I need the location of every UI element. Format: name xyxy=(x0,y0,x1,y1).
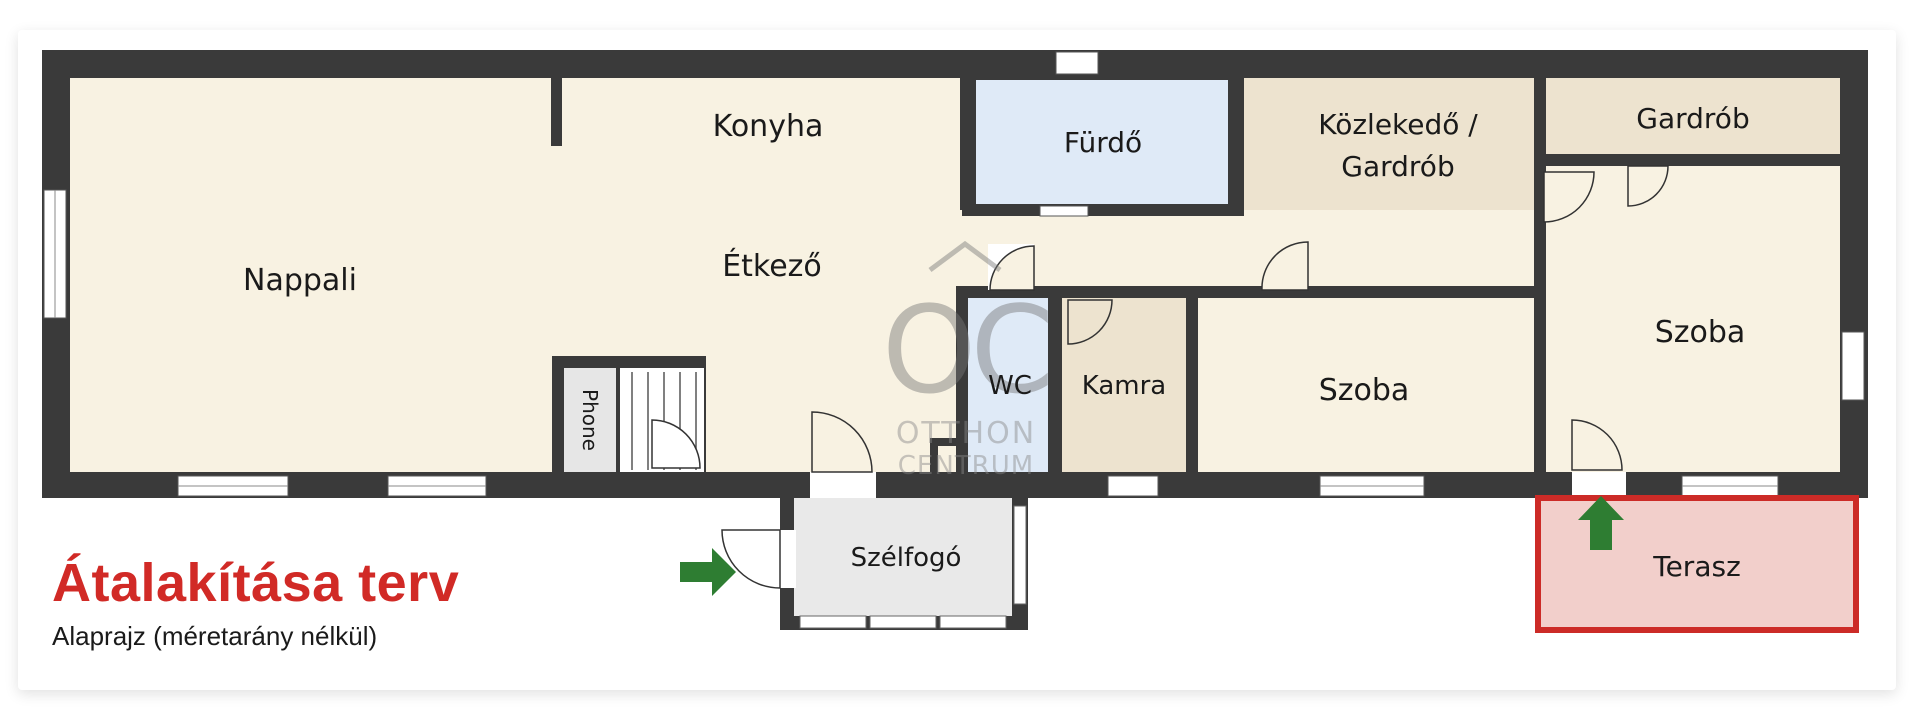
room-label-wc: WC xyxy=(988,371,1032,401)
wall-wc-right xyxy=(1048,286,1062,472)
room-label-szoba-right: Szoba xyxy=(1655,315,1746,350)
room-label-nappali: Nappali xyxy=(243,263,357,298)
room-label-szelfogo: Szélfogó xyxy=(851,543,962,573)
wall-furdo-right xyxy=(1230,78,1244,216)
wall-hall-bottom xyxy=(956,286,1534,298)
szelfogo-door-swing xyxy=(721,529,781,589)
szelfogo-floor xyxy=(794,498,1012,616)
room-label-kamra: Kamra xyxy=(1082,371,1166,401)
phone-box xyxy=(564,368,616,472)
room-label-gardrob: Gardrób xyxy=(1636,102,1749,135)
watermark: OC OTTHON CENTRUM xyxy=(882,240,1054,481)
wall-kamra-right xyxy=(1186,286,1198,472)
watermark-line2: CENTRUM xyxy=(898,451,1034,481)
doors xyxy=(810,165,1669,498)
terrace-arrow-icon xyxy=(1578,496,1624,550)
gardrob-floor xyxy=(1546,78,1840,154)
szoba-mid-floor xyxy=(1198,298,1534,472)
wall-nappali-stub xyxy=(551,78,562,146)
window-lines xyxy=(54,190,1778,487)
szelfogo-door-gap xyxy=(780,530,796,588)
wall-furdo-bottom xyxy=(962,204,1244,216)
watermark-line1: OTTHON xyxy=(896,416,1036,451)
wall-right-block xyxy=(1534,78,1546,472)
room-label-kozlekedo-2: Gardrób xyxy=(1341,150,1454,183)
entry-arrow-icon xyxy=(680,548,736,596)
plan-title: Átalakítása terv xyxy=(52,553,460,613)
room-label-szoba-mid: Szoba xyxy=(1319,373,1410,408)
szelfogo-windows xyxy=(799,505,1027,629)
hall-floor xyxy=(960,210,1535,288)
stair-door-swing xyxy=(651,419,701,469)
room-label-etkezo: Étkező xyxy=(722,248,822,284)
wall-furdo-left xyxy=(962,78,974,212)
kozlekedo-floor xyxy=(1244,78,1534,210)
nappali-floor xyxy=(70,78,550,472)
room-label-phone: Phone xyxy=(578,389,602,451)
room-label-konyha: Konyha xyxy=(713,109,824,144)
room-label-kozlekedo-1: Közlekedő / xyxy=(1318,108,1478,141)
wc-floor xyxy=(968,298,1048,472)
wall-gardrob-bottom xyxy=(1546,154,1840,166)
furdo-floor xyxy=(976,80,1228,204)
plan-subtitle: Alaprajz (méretarány nélkül) xyxy=(52,621,378,651)
room-label-terasz: Terasz xyxy=(1652,550,1741,583)
watermark-roof-icon xyxy=(928,240,1002,273)
wall-wc-left xyxy=(956,286,968,472)
szoba-right-floor xyxy=(1546,166,1840,472)
watermark-logo: OC xyxy=(882,282,1048,421)
wall-wc-notch-v xyxy=(930,438,938,472)
wall-wc-notch xyxy=(930,438,956,446)
room-label-furdo: Fürdő xyxy=(1064,126,1142,159)
